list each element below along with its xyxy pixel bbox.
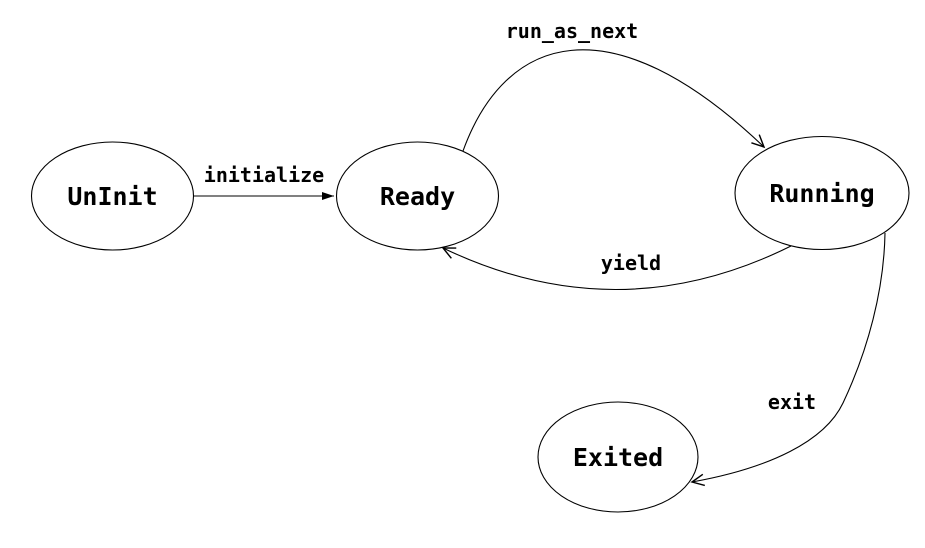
state-node-uninit-ellipse — [30, 141, 195, 251]
state-node-running-label: Running — [769, 179, 874, 208]
transition-yield-arrow — [441, 245, 792, 291]
transition-yield: yield — [441, 245, 792, 291]
state-node-ready-label: Ready — [380, 182, 455, 211]
transition-initialize-label: initialize — [204, 163, 324, 187]
transition-initialize: initialize — [193, 163, 334, 200]
state-node-uninit-label: UnInit — [67, 182, 157, 211]
state-node-exited-label: Exited — [573, 443, 663, 472]
transition-exit-arrow — [690, 232, 886, 487]
transition-exit-label: exit — [768, 390, 816, 414]
state-node-exited: Exited — [537, 401, 699, 513]
state-node-ready-ellipse — [335, 141, 500, 251]
state-node-exited-ellipse — [537, 401, 699, 513]
state-node-ready: Ready — [335, 141, 500, 251]
transition-yield-label: yield — [601, 251, 661, 275]
state-node-uninit: UnInit — [30, 141, 195, 251]
state-node-running-ellipse — [734, 135, 910, 251]
transition-exit: exit — [690, 232, 886, 487]
state-node-running: Running — [734, 135, 910, 251]
transition-run-as-next-label: run_as_next — [506, 19, 638, 43]
transition-run-as-next: run_as_next — [462, 19, 766, 152]
transition-run-as-next-arrow — [462, 49, 766, 152]
